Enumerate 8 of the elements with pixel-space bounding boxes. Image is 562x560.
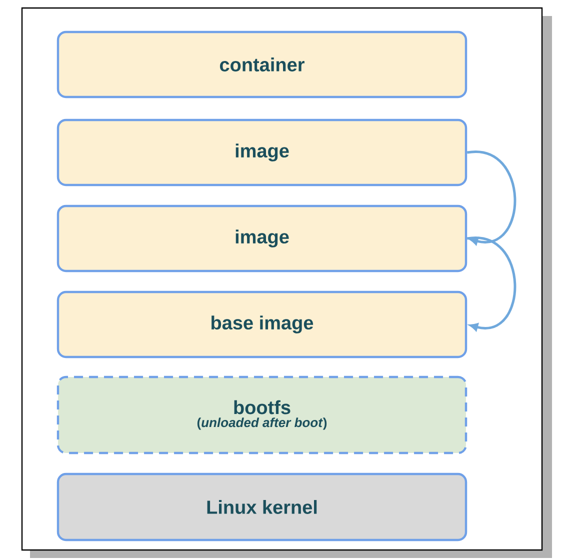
layer-box: image: [56, 204, 468, 272]
curved-arrow: [467, 236, 516, 331]
curved-arrow: [467, 150, 516, 245]
layer-box: bootfs (unloaded after boot): [56, 376, 468, 454]
layer-box: image: [56, 118, 468, 186]
layer-box: container: [56, 30, 468, 98]
layer-box: Linux kernel: [56, 472, 468, 542]
layer-box: base image: [56, 290, 468, 358]
